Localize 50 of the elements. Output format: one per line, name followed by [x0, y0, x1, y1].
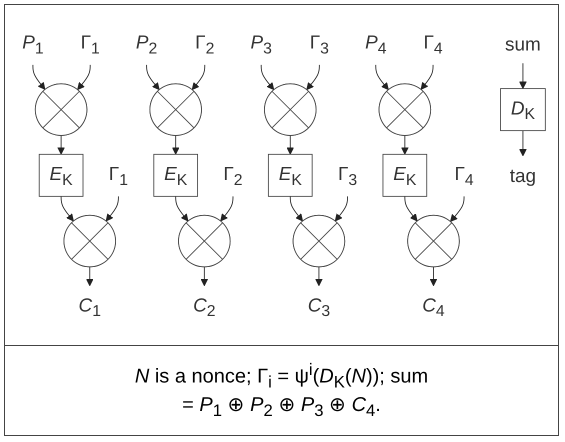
node-text: C$_{3}$	[308, 294, 330, 320]
node-text: Γ$_{4}$	[454, 162, 474, 188]
arrow	[146, 64, 160, 90]
node-text: C$_{1}$	[78, 294, 101, 320]
arrow	[404, 196, 418, 222]
node-text: P$_{2}$	[136, 31, 158, 56]
arrow	[375, 64, 389, 90]
node-text: Γ$_{2}$	[195, 31, 214, 56]
node-text: Γ$_{3}$	[310, 31, 329, 56]
arrow	[200, 266, 208, 286]
node-box: E$_{K}$	[153, 154, 198, 196]
arrow	[260, 64, 274, 90]
node-box: E$_{K}$	[38, 154, 84, 196]
arrow	[60, 196, 74, 222]
node-text: P$_{4}$	[365, 31, 386, 56]
arrow	[220, 196, 234, 222]
node-text: tag	[510, 164, 536, 186]
node-text: Γ$_{3}$	[338, 162, 358, 188]
arrow	[175, 196, 188, 222]
arrow	[519, 130, 527, 156]
arrow	[192, 64, 206, 90]
caption: N is a nonce; Γ$_{i}$ = ψ$^{i}$(D$_{K}$(N)); sum = P$_{1}$ ⊕ P$_{2}$ ⊕ P$_{3}$ ⊕ C$_{4}$.	[134, 360, 429, 421]
arrow	[519, 62, 527, 89]
node-box: E$_{K}$	[382, 154, 428, 196]
arrow	[306, 64, 320, 90]
arrow	[77, 64, 91, 90]
node-box: D$_{K}$	[500, 88, 546, 131]
arrow	[286, 134, 294, 154]
node-text: Γ$_{4}$	[423, 31, 443, 56]
arrow	[32, 64, 46, 90]
node-text: C$_{2}$	[193, 294, 216, 320]
arrow	[401, 134, 409, 154]
arrow	[450, 196, 464, 222]
node-box: E$_{K}$	[268, 154, 313, 196]
node-text: Γ$_{2}$	[223, 162, 243, 188]
arrow	[334, 196, 348, 222]
arrow	[430, 266, 438, 286]
node-text: P$_{3}$	[250, 31, 272, 56]
node-text: sum	[505, 32, 541, 54]
arrow	[106, 196, 119, 222]
arrow	[420, 64, 434, 90]
arrow	[315, 266, 323, 286]
node-text: P$_{1}$	[22, 31, 44, 56]
node-text: C$_{4}$	[422, 294, 445, 320]
node-text: Γ$_{1}$	[108, 162, 128, 188]
arrow	[290, 196, 303, 222]
arrow	[86, 266, 94, 286]
arrow	[172, 134, 180, 154]
node-text: Γ$_{1}$	[80, 31, 100, 56]
arrow	[57, 134, 65, 154]
